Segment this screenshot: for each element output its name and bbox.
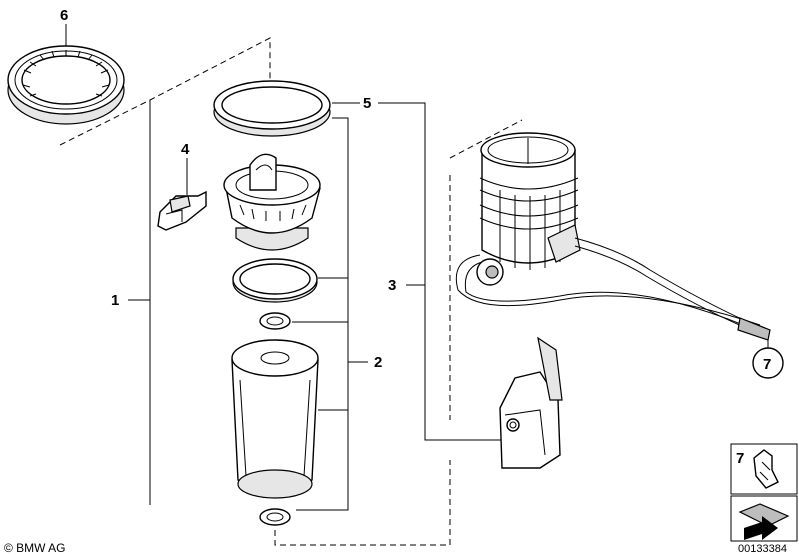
pump-bracket[interactable]	[499, 336, 563, 469]
leader-line-5b	[378, 102, 505, 441]
seal-ring-part-6[interactable]	[7, 45, 125, 125]
clip-part-4[interactable]	[157, 190, 207, 231]
o-ring-part-5[interactable]	[213, 80, 331, 137]
detail-box-7[interactable]	[730, 443, 798, 495]
callout-5: 5	[363, 95, 371, 112]
callout-6: 6	[60, 7, 68, 24]
filter-cap[interactable]	[223, 153, 321, 251]
callout-7: 7	[763, 356, 771, 373]
document-icon-box	[730, 495, 798, 542]
dashed-guide-6	[59, 37, 271, 146]
callout-3: 3	[388, 277, 396, 294]
small-washer-bottom[interactable]	[259, 508, 291, 526]
dashed-guide-3-top	[449, 119, 523, 159]
callout-7-box: 7	[736, 450, 744, 467]
document-number: 00133384	[738, 543, 787, 555]
pump-assembly-part-3[interactable]	[455, 132, 771, 341]
copyright-text: © BMW AG	[4, 541, 66, 555]
dashed-guide-bottom	[274, 460, 451, 546]
callout-1: 1	[111, 292, 119, 309]
bracket-2	[292, 117, 368, 511]
filter-element[interactable]	[231, 339, 319, 499]
small-washer-top[interactable]	[259, 312, 291, 330]
callout-4: 4	[181, 141, 190, 158]
callout-2: 2	[374, 354, 382, 371]
o-ring-middle[interactable]	[232, 258, 318, 303]
